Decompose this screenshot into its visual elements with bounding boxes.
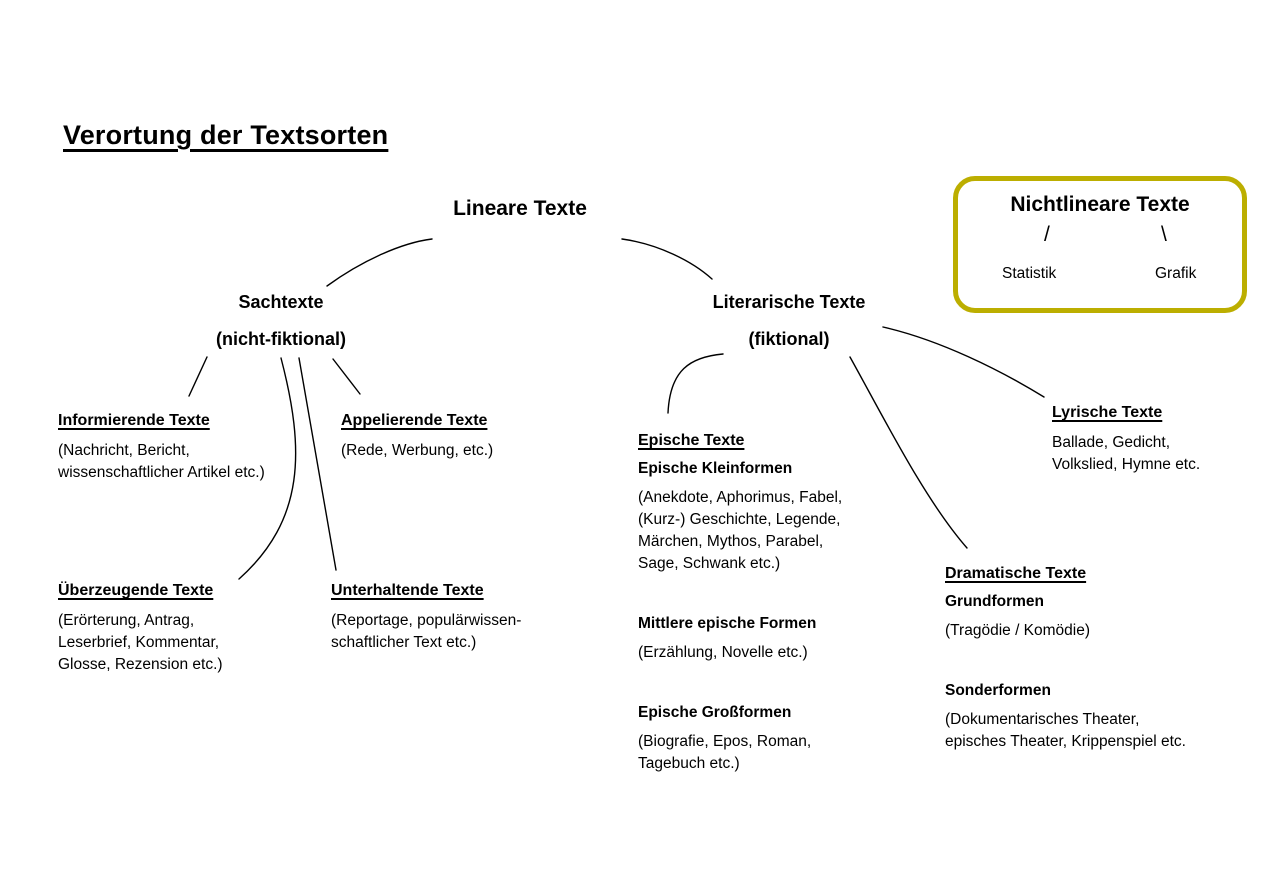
literarische-sublabel: (fiktional) (748, 329, 830, 349)
node-grafik: Grafik (1155, 265, 1197, 282)
appelierende-examples: (Rede, Werbung, etc.) (341, 442, 494, 459)
epische-kleinformen-examples: (Anekdote, Aphorimus, Fabel, (Kurz-) Ges… (638, 489, 843, 572)
edge-lineare-literarische (621, 238, 713, 280)
node-lyrische-texte: Lyrische Texte Ballade, Gedicht, Volksli… (1052, 404, 1200, 476)
edge-sach-informierende (188, 356, 208, 397)
appelierende-heading: Appelierende Texte (341, 412, 488, 429)
node-statistik: Statistik (1002, 265, 1057, 282)
spacer (945, 642, 1186, 682)
slash-left-connector: / (1044, 223, 1050, 246)
epische-grossformen-examples: (Biografie, Epos, Roman, Tagebuch etc.) (638, 733, 812, 772)
informierende-examples: (Nachricht, Bericht, wissenschaftlicher … (58, 442, 265, 481)
node-unterhaltende-texte: Unterhaltende Texte (Reportage, populärw… (331, 582, 521, 654)
sachtexte-label: Sachtexte (238, 292, 324, 312)
node-epische-texte: Epische Texte Epische Kleinformen (Anekd… (638, 432, 842, 775)
node-dramatische-texte: Dramatische Texte Grundformen (Tragödie … (945, 565, 1186, 753)
edge-lit-epische (667, 353, 724, 414)
literarische-label: Literarische Texte (712, 292, 866, 312)
mittlere-formen-examples: (Erzählung, Novelle etc.) (638, 644, 808, 661)
ueberzeugende-heading: Überzeugende Texte (58, 582, 214, 599)
sonderformen-subheading: Sonderformen (945, 682, 1051, 699)
mittlere-formen-subheading: Mittlere epische Formen (638, 615, 817, 632)
epische-grossformen-subheading: Epische Großformen (638, 704, 792, 721)
page-title: Verortung der Textsorten (63, 120, 389, 151)
node-lineare-texte: Lineare Texte (453, 197, 587, 220)
node-nichtlineare-texte-label: Nichtlineare Texte (1010, 193, 1190, 216)
dramatische-heading: Dramatische Texte (945, 565, 1087, 582)
slash-right-connector: \ (1161, 223, 1167, 246)
unterhaltende-examples: (Reportage, populärwissen- schaftlicher … (331, 612, 522, 651)
edge-lit-lyrische (882, 326, 1045, 398)
node-nichtlineare-texte-box: Nichtlineare Texte / \ Statistik Grafik (953, 176, 1247, 313)
node-sachtexte: Sachtexte (nicht-fiktional) (216, 292, 346, 350)
epische-heading: Epische Texte (638, 432, 745, 449)
informierende-heading: Informierende Texte (58, 412, 210, 429)
ueberzeugende-examples: (Erörterung, Antrag, Leserbrief, Komment… (58, 612, 223, 673)
edge-sach-unterhaltende (298, 357, 337, 571)
node-appelierende-texte: Appelierende Texte (Rede, Werbung, etc.) (341, 412, 493, 462)
spacer (638, 664, 842, 704)
node-literarische-texte: Literarische Texte (fiktional) (713, 292, 866, 350)
spacer (638, 575, 842, 615)
lyrische-examples: Ballade, Gedicht, Volkslied, Hymne etc. (1052, 434, 1201, 473)
edge-lit-dramatische (849, 356, 968, 549)
node-ueberzeugende-texte: Überzeugende Texte (Erörterung, Antrag, … (58, 582, 223, 676)
unterhaltende-heading: Unterhaltende Texte (331, 582, 484, 599)
grundformen-examples: (Tragödie / Komödie) (945, 622, 1091, 639)
edge-lineare-sachtexte (326, 238, 433, 287)
sachtexte-sublabel: (nicht-fiktional) (216, 329, 346, 349)
grundformen-subheading: Grundformen (945, 593, 1045, 610)
epische-kleinformen-subheading: Epische Kleinformen (638, 460, 793, 477)
lyrische-heading: Lyrische Texte (1052, 404, 1163, 421)
node-informierende-texte: Informierende Texte (Nachricht, Bericht,… (58, 412, 265, 484)
edge-sach-appelierende (332, 358, 361, 395)
sonderformen-examples: (Dokumentarisches Theater, episches Thea… (945, 711, 1186, 750)
